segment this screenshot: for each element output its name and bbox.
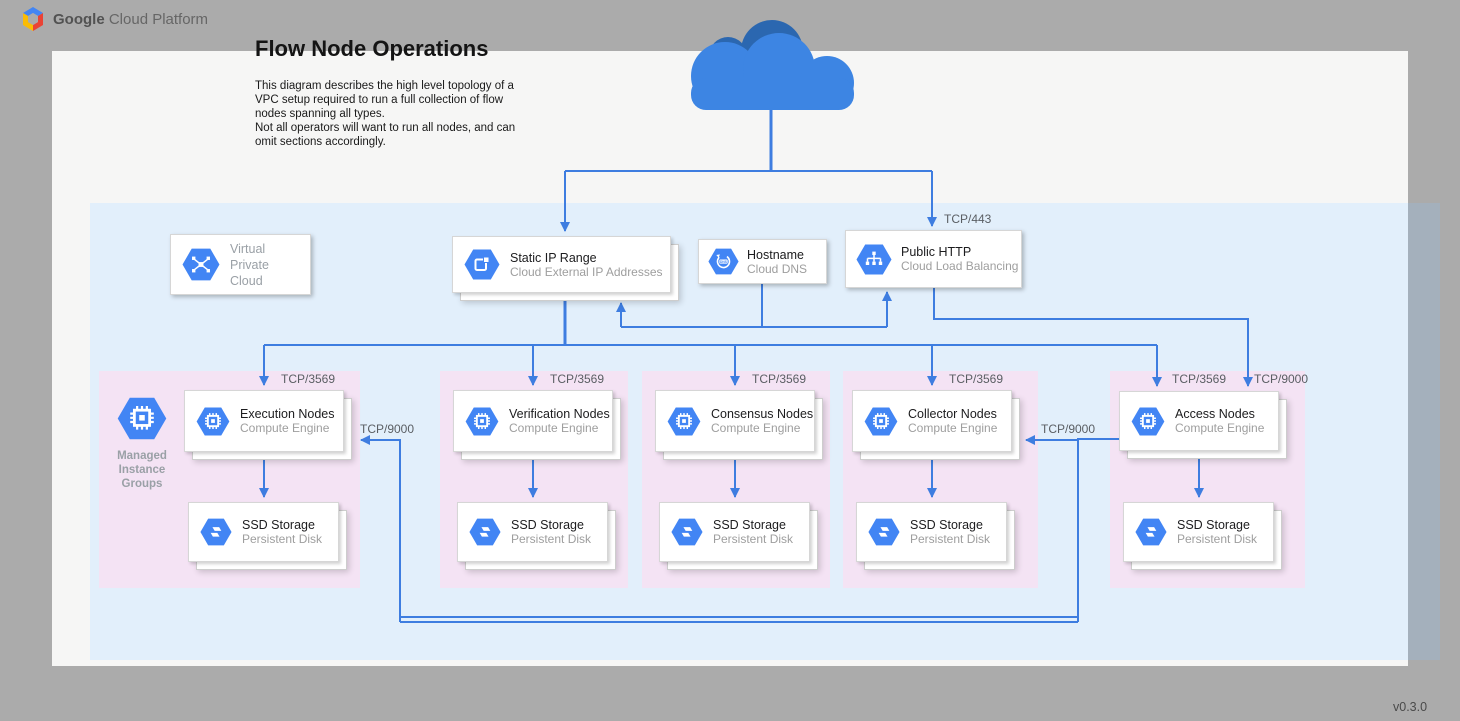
gcp-logo-icon xyxy=(23,7,43,31)
external-ip-icon xyxy=(464,249,500,280)
vpc-icon xyxy=(182,248,220,281)
card-subtitle: Compute Engine xyxy=(908,421,998,435)
card-subtitle: Compute Engine xyxy=(509,421,599,435)
card-title: Collector Nodes xyxy=(908,407,997,421)
card-title: Execution Nodes xyxy=(240,407,335,421)
card-title: Verification Nodes xyxy=(509,407,610,421)
card-subtitle: Compute Engine xyxy=(240,421,330,435)
card-public-http[interactable]: Public HTTP Cloud Load Balancing xyxy=(845,230,1022,288)
internet-cloud-icon xyxy=(691,20,854,110)
managed-instance-groups-icon xyxy=(117,397,167,440)
card-subtitle: Persistent Disk xyxy=(713,532,794,546)
vpc-region-overflow xyxy=(1408,203,1440,660)
card-title: SSD Storage xyxy=(1177,518,1250,532)
edge-label-tcp9000-access: TCP/9000 xyxy=(1254,372,1309,386)
card-subtitle: Persistent Disk xyxy=(1177,532,1258,546)
card-hostname[interactable]: Hostname Cloud DNS xyxy=(698,239,827,284)
card-subtitle: Compute Engine xyxy=(1175,421,1265,435)
persistent-disk-icon xyxy=(868,518,900,546)
description: This diagram describes the high level to… xyxy=(255,80,516,148)
card-title: SSD Storage xyxy=(511,518,584,532)
persistent-disk-icon xyxy=(671,518,703,546)
card-title: Access Nodes xyxy=(1175,407,1255,421)
card-title: SSD Storage xyxy=(713,518,786,532)
managed-instance-groups-label: Managed Instance Groups xyxy=(117,450,167,490)
card-title: SSD Storage xyxy=(242,518,315,532)
card-static-ip-range[interactable]: Static IP Range Cloud External IP Addres… xyxy=(452,236,671,293)
card-subtitle: Persistent Disk xyxy=(511,532,592,546)
cloud-dns-icon xyxy=(708,248,739,275)
persistent-disk-icon xyxy=(469,518,501,546)
gcp-logo: Google Cloud Platform xyxy=(22,7,208,31)
edge-label-tcp443: TCP/443 xyxy=(944,212,992,226)
card-title: Consensus Nodes xyxy=(711,407,814,421)
persistent-disk-icon xyxy=(1135,518,1167,546)
compute-engine-icon xyxy=(465,407,499,436)
page-title: Flow Node Operations xyxy=(255,36,489,61)
edge-label-tcp3569-verification: TCP/3569 xyxy=(550,372,605,386)
edge-label-tcp3569-consensus: TCP/3569 xyxy=(752,372,807,386)
card-subtitle: Persistent Disk xyxy=(910,532,991,546)
edge-label-tcp3569-access: TCP/3569 xyxy=(1172,372,1227,386)
compute-engine-icon xyxy=(864,407,898,436)
persistent-disk-icon xyxy=(200,518,232,546)
edge-label-tcp9000-collector: TCP/9000 xyxy=(1041,422,1096,436)
compute-engine-icon xyxy=(1131,407,1165,436)
card-title: SSD Storage xyxy=(910,518,983,532)
compute-engine-icon xyxy=(667,407,701,436)
card-subtitle: Cloud DNS xyxy=(747,261,808,276)
edge-label-tcp9000-execution: TCP/9000 xyxy=(360,422,415,436)
card-title: Hostname xyxy=(747,247,804,262)
card-title: Virtual Private Cloud xyxy=(230,241,269,288)
gcp-logo-text: Google Cloud Platform xyxy=(53,10,209,28)
edge-label-tcp3569-execution: TCP/3569 xyxy=(281,372,336,386)
version-label: v0.3.0 xyxy=(1393,700,1428,714)
card-title: Static IP Range xyxy=(510,250,597,265)
card-title: Public HTTP xyxy=(901,245,972,259)
compute-engine-icon xyxy=(196,407,230,436)
card-subtitle: Cloud Load Balancing xyxy=(901,259,1019,273)
card-subtitle: Cloud External IP Addresses xyxy=(510,264,663,279)
card-subtitle: Persistent Disk xyxy=(242,532,323,546)
card-subtitle: Compute Engine xyxy=(711,421,801,435)
load-balancer-icon xyxy=(856,244,892,275)
edge-label-tcp3569-collector: TCP/3569 xyxy=(949,372,1004,386)
card-virtual-private-cloud[interactable]: Virtual Private Cloud xyxy=(170,234,311,295)
